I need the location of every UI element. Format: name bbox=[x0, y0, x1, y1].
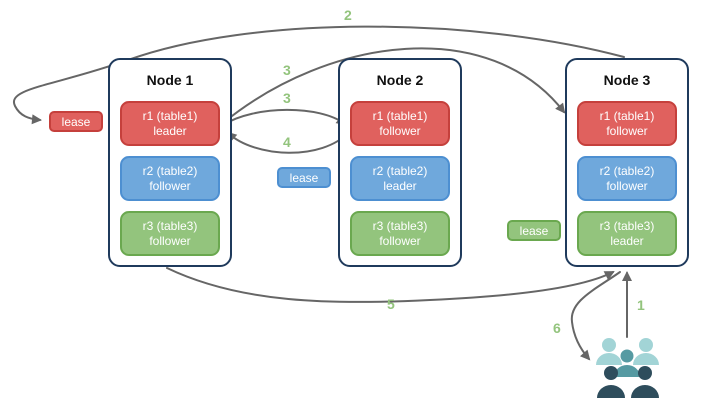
node-1: Node 1 r1 (table1) leader r2 (table2) fo… bbox=[108, 58, 232, 267]
step-label-2: 2 bbox=[344, 7, 352, 23]
replica-role: follower bbox=[606, 123, 648, 138]
step-label-3b: 3 bbox=[283, 90, 291, 106]
lease-badge-table1: lease bbox=[49, 111, 103, 132]
replica-role: follower bbox=[606, 178, 648, 193]
replica-label: r1 (table1) bbox=[372, 108, 428, 123]
replica-role: follower bbox=[379, 233, 421, 248]
replica-role: leader bbox=[383, 178, 417, 193]
arrow-step2-node3-to-lease1 bbox=[12, 25, 625, 125]
replica-label: r1 (table1) bbox=[599, 108, 655, 123]
arrow-step6-node3-to-users bbox=[570, 271, 621, 361]
node-2: Node 2 r1 (table1) follower r2 (table2) … bbox=[338, 58, 462, 267]
node-1-replica-r3: r3 (table3) follower bbox=[120, 211, 220, 256]
node-3-replica-r1: r1 (table1) follower bbox=[577, 101, 677, 146]
step-label-5: 5 bbox=[387, 296, 395, 312]
lease-badge-table2: lease bbox=[277, 167, 331, 188]
node-3: Node 3 r1 (table1) follower r2 (table2) … bbox=[565, 58, 689, 267]
replica-role: leader bbox=[153, 123, 187, 138]
replica-label: r3 (table3) bbox=[372, 218, 428, 233]
node-2-replica-r2: r2 (table2) leader bbox=[350, 156, 450, 201]
node-3-replica-r2: r2 (table2) follower bbox=[577, 156, 677, 201]
replica-role: leader bbox=[610, 233, 644, 248]
replica-label: r3 (table3) bbox=[142, 218, 198, 233]
node-3-replica-r3: r3 (table3) leader bbox=[577, 211, 677, 256]
step-label-6: 6 bbox=[553, 320, 561, 336]
node-2-title: Node 2 bbox=[376, 72, 424, 88]
replica-label: r1 (table1) bbox=[142, 108, 198, 123]
step-label-1: 1 bbox=[637, 297, 645, 313]
users-group-icon bbox=[596, 338, 659, 398]
node-1-replica-r2: r2 (table2) follower bbox=[120, 156, 220, 201]
replica-role: follower bbox=[149, 233, 191, 248]
replica-label: r3 (table3) bbox=[599, 218, 655, 233]
node-1-title: Node 1 bbox=[146, 72, 194, 88]
step-label-3a: 3 bbox=[283, 62, 291, 78]
replica-label: r2 (table2) bbox=[372, 163, 428, 178]
node-1-replica-r1: r1 (table1) leader bbox=[120, 101, 220, 146]
node-3-title: Node 3 bbox=[603, 72, 651, 88]
replica-role: follower bbox=[379, 123, 421, 138]
replica-role: follower bbox=[149, 178, 191, 193]
step-label-4: 4 bbox=[283, 134, 291, 150]
replica-label: r2 (table2) bbox=[599, 163, 655, 178]
arrow-step3-node1-to-node2 bbox=[222, 108, 347, 126]
node-2-replica-r1: r1 (table1) follower bbox=[350, 101, 450, 146]
node-2-replica-r3: r3 (table3) follower bbox=[350, 211, 450, 256]
lease-badge-table3: lease bbox=[507, 220, 561, 241]
replica-label: r2 (table2) bbox=[142, 163, 198, 178]
